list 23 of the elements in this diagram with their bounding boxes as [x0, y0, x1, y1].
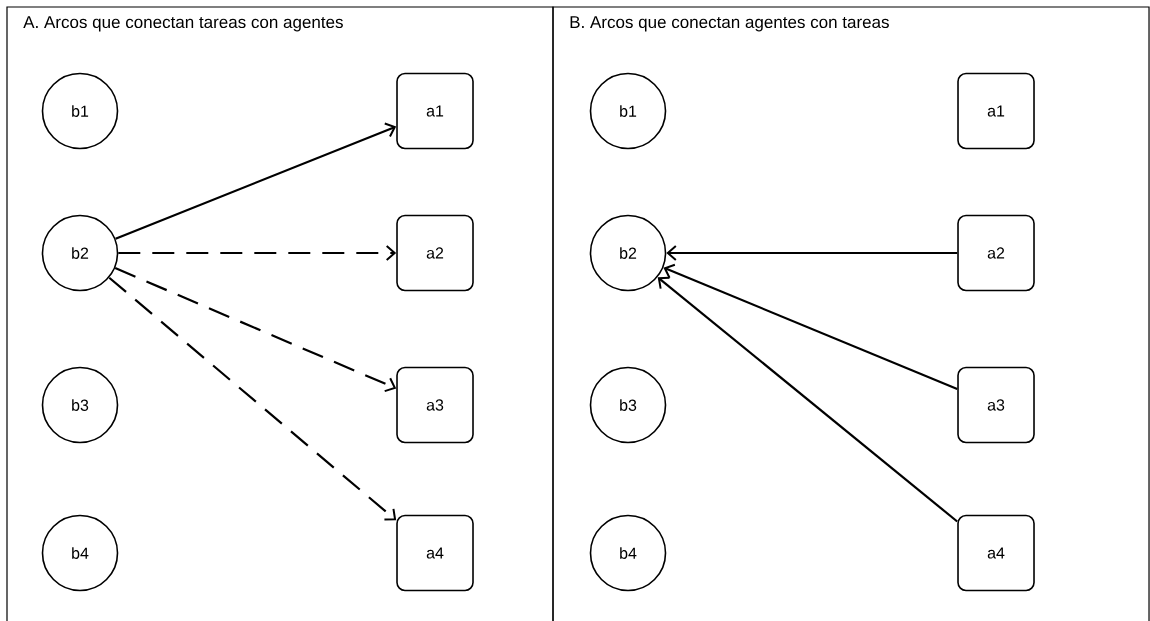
arrow	[115, 122, 397, 240]
arrow	[657, 276, 958, 523]
circle-node: b4	[589, 514, 667, 592]
rounded-box: a3	[957, 366, 1035, 444]
circle-node: b1	[41, 72, 119, 150]
rounded-box: a3	[396, 366, 474, 444]
rounded-box: a1	[396, 72, 474, 150]
circle-node: b2	[41, 214, 119, 292]
rounded-box: a1	[957, 72, 1035, 150]
rounded-box: a4	[396, 514, 474, 592]
arrow	[108, 276, 397, 521]
arrow	[114, 267, 397, 393]
circle-node: b1	[589, 72, 667, 150]
arrow	[118, 245, 397, 261]
rounded-box: a2	[957, 214, 1035, 292]
rounded-box: a2	[396, 214, 474, 292]
circle-node: b3	[41, 366, 119, 444]
rounded-box: a4	[957, 514, 1035, 592]
arrow	[666, 245, 958, 261]
circle-node: b2	[589, 214, 667, 292]
circle-node: b4	[41, 514, 119, 592]
arrow	[663, 263, 958, 390]
circle-node: b3	[589, 366, 667, 444]
